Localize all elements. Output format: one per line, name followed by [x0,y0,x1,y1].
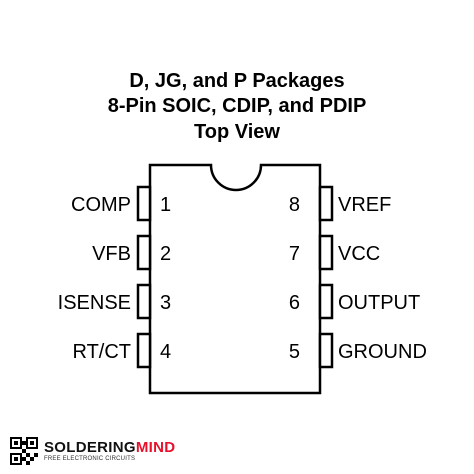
pin-1-number: 1 [160,194,171,216]
pin-4-lead [136,332,152,369]
pin-6-number: 6 [289,292,300,314]
left-pins [136,185,152,369]
pin-2-number: 2 [160,243,171,265]
right-pins [318,185,334,369]
brand-name: SOLDERINGMIND [44,440,175,455]
title-line-1: D, JG, and P Packages [129,70,345,92]
pin-5-number: 5 [289,341,300,363]
pin-8-lead [318,185,334,222]
pin-6-lead [318,283,334,320]
pin-2-label: VFB [92,243,131,265]
pin-7-label: VCC [338,243,380,265]
pin-4-number: 4 [160,341,171,363]
pin-8-label: VREF [338,194,391,216]
pin-7-number: 7 [289,243,300,265]
qr-code-icon [10,437,38,465]
pin-6-label: OUTPUT [338,292,420,314]
brand-name-suffix: MIND [135,438,176,456]
pin-1-label: COMP [71,194,131,216]
pin-4-label: RT/CT [72,341,131,363]
pin-1-lead [136,185,152,222]
brand-name-prefix: SOLDERING [44,438,136,456]
pin-8-number: 8 [289,194,300,216]
pin-7-lead [318,234,334,271]
pin-3-number: 3 [160,292,171,314]
pin-2-lead [136,234,152,271]
pin-5-label: GROUND [338,341,427,363]
pin-3-lead [136,283,152,320]
pin-5-lead [318,332,334,369]
pin-3-label: ISENSE [58,292,131,314]
brand-tagline: FREE ELECTRONIC CIRCUITS [44,455,136,462]
title-line-2: 8-Pin SOIC, CDIP, and PDIP [107,95,367,117]
title-line-3: Top View [194,121,280,143]
chip-body [148,163,322,395]
brand-watermark: SOLDERINGMIND FREE ELECTRONIC CIRCUITS [10,436,175,466]
